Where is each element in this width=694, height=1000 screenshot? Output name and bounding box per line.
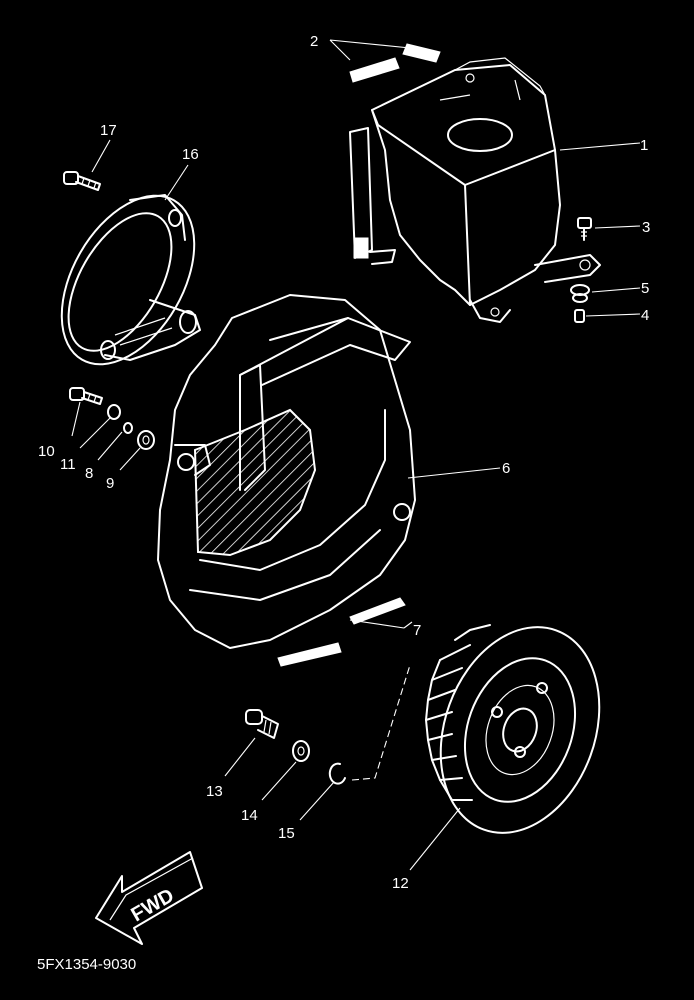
label-4: 4 (641, 307, 649, 324)
label-6: 6 (502, 460, 510, 477)
label-17: 17 (100, 122, 117, 139)
washer-part-14 (292, 740, 310, 762)
label-1: 1 (640, 137, 648, 154)
ring-cover-part-16 (60, 194, 201, 366)
diagram-code: 5FX1354-9030 (37, 956, 136, 973)
collar-part-4 (574, 309, 585, 323)
label-5: 5 (641, 280, 649, 297)
label-7: 7 (413, 622, 421, 639)
gasket-strips-part-7 (277, 597, 406, 667)
label-8: 8 (85, 465, 93, 482)
screw-part-3 (577, 217, 592, 241)
collar-part-8 (123, 422, 133, 434)
forward-arrow-icon: FWD (95, 851, 203, 945)
bolt-part-10 (69, 387, 103, 405)
screw-part-17 (63, 171, 101, 191)
fan-housing-part-6 (157, 294, 416, 649)
grommet-part-5 (570, 284, 590, 303)
label-13: 13 (206, 783, 223, 800)
label-12: 12 (392, 875, 409, 892)
bolt-part-13 (245, 709, 279, 739)
engine-shroud (349, 57, 601, 323)
leader-lines (71, 39, 641, 871)
label-9: 9 (106, 475, 114, 492)
label-3: 3 (642, 219, 650, 236)
nut-part-15 (328, 762, 346, 785)
label-15: 15 (278, 825, 295, 842)
part-labels: 2 1 3 5 4 17 16 6 7 10 11 8 9 13 14 15 1… (38, 33, 650, 892)
fwd-label: FWD (128, 885, 178, 927)
gasket-top-strips (349, 43, 441, 83)
label-16: 16 (182, 146, 199, 163)
washer-part-11 (107, 404, 121, 420)
label-14: 14 (241, 807, 258, 824)
label-10: 10 (38, 443, 55, 460)
grommet-part-9 (137, 430, 155, 450)
label-11: 11 (60, 456, 76, 473)
label-2: 2 (310, 33, 318, 50)
flywheel-part-12 (425, 624, 601, 834)
